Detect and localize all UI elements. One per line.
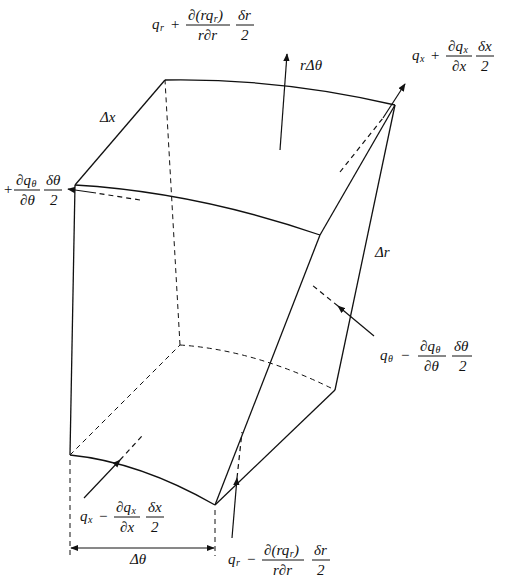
operator: − (98, 509, 108, 524)
front-top-arc (75, 185, 320, 235)
flux-symbol: q (380, 348, 388, 363)
fraction-bar (236, 25, 254, 26)
fraction-denominator: r∂r (273, 563, 292, 578)
flux-arrow-hidden (237, 432, 242, 478)
flux-arrow (84, 460, 120, 498)
front-right-edge (215, 235, 320, 505)
fraction-bar (418, 356, 446, 357)
subscript: r (290, 549, 294, 559)
bottom-right-edge (215, 390, 335, 505)
flux-arrow-hidden (120, 436, 142, 460)
subscript: x (420, 54, 424, 64)
flux-arrows (68, 54, 405, 538)
fraction-bar (146, 517, 164, 518)
flux-arrow (68, 189, 96, 193)
fraction-bar (14, 190, 40, 191)
operator: − (246, 552, 256, 567)
fraction-numerator: ) (218, 8, 223, 23)
hidden-edge (70, 345, 180, 455)
subscript: θ (388, 354, 393, 364)
extension-line (215, 510, 216, 556)
fraction-denominator: 2 (50, 193, 58, 208)
fraction-numerator: δx (148, 500, 162, 515)
subscript: x (463, 45, 467, 55)
hidden-edge (180, 345, 335, 390)
subscript: x (88, 515, 92, 525)
extension-line (70, 460, 71, 556)
dimension-label: Δx (100, 110, 115, 125)
fraction-numerator: ∂(rq (264, 543, 289, 558)
fraction-numerator: δθ (454, 339, 468, 354)
dimension-label: rΔθ (300, 58, 322, 73)
fraction-numerator: δx (478, 39, 492, 54)
operator: + (430, 48, 440, 63)
fraction-bar (446, 56, 472, 57)
fraction-denominator: r∂r (198, 28, 217, 43)
top-right-edge (320, 105, 395, 235)
flux-symbol: q (152, 17, 160, 32)
fraction-denominator: ∂θ (20, 193, 35, 208)
flux-arrow-hidden (340, 118, 383, 172)
fraction-numerator: ∂q (16, 173, 31, 188)
flux-arrow-hidden (312, 285, 338, 306)
flux-arrow (338, 306, 374, 336)
operator: − (400, 348, 410, 363)
fraction-numerator: ∂(rq (188, 8, 213, 23)
fraction-numerator: ∂q (420, 339, 435, 354)
fraction-bar (476, 56, 494, 57)
subscript: θ (31, 179, 36, 189)
flux-symbol: q (80, 509, 88, 524)
fraction-bar (186, 25, 230, 26)
flux-arrow (232, 478, 237, 538)
fraction-denominator: 2 (151, 520, 159, 535)
fraction-bar (262, 560, 304, 561)
fraction-numerator: ∂q (448, 39, 463, 54)
fraction-numerator: ) (294, 543, 299, 558)
back-right-edge (335, 105, 395, 390)
fraction-bar (44, 190, 62, 191)
subscript: r (214, 14, 218, 24)
fraction-denominator: 2 (481, 59, 489, 74)
flux-symbol: q (412, 48, 420, 63)
fraction-denominator: ∂x (120, 520, 134, 535)
hidden-edge (165, 80, 180, 345)
fraction-denominator: 2 (317, 563, 325, 578)
flux-arrow-hidden (96, 193, 140, 200)
front-left-edge (70, 185, 75, 455)
top-left-edge (75, 80, 165, 185)
dimension (70, 460, 215, 556)
back-top-arc (165, 80, 395, 105)
front-bottom-arc (70, 455, 215, 505)
dimension-label: Δr (375, 245, 390, 260)
subscript: θ (435, 345, 440, 355)
fraction-bar (452, 356, 472, 357)
dimension-line (71, 548, 214, 549)
subscript: r (236, 558, 240, 568)
fraction-numerator: δr (314, 543, 327, 558)
fraction-bar (114, 517, 140, 518)
fraction-denominator: 2 (241, 28, 249, 43)
fraction-numerator: δθ (46, 173, 60, 188)
dimension-label: Δθ (130, 552, 146, 567)
fraction-denominator: 2 (459, 359, 467, 374)
fraction-bar (312, 560, 330, 561)
fraction-bars (14, 25, 494, 560)
flux-arrow (280, 54, 287, 150)
subscript: x (131, 506, 135, 516)
operator: + (170, 17, 180, 32)
flux-arrow (383, 84, 405, 118)
operator: + (3, 182, 13, 197)
element-edges (70, 80, 395, 505)
fraction-numerator: ∂q (116, 500, 131, 515)
subscript: r (160, 23, 164, 33)
hidden-edges (70, 80, 335, 455)
fraction-denominator: ∂x (452, 59, 466, 74)
flux-symbol: q (228, 552, 236, 567)
fraction-numerator: δr (238, 8, 251, 23)
fraction-denominator: ∂θ (424, 359, 439, 374)
